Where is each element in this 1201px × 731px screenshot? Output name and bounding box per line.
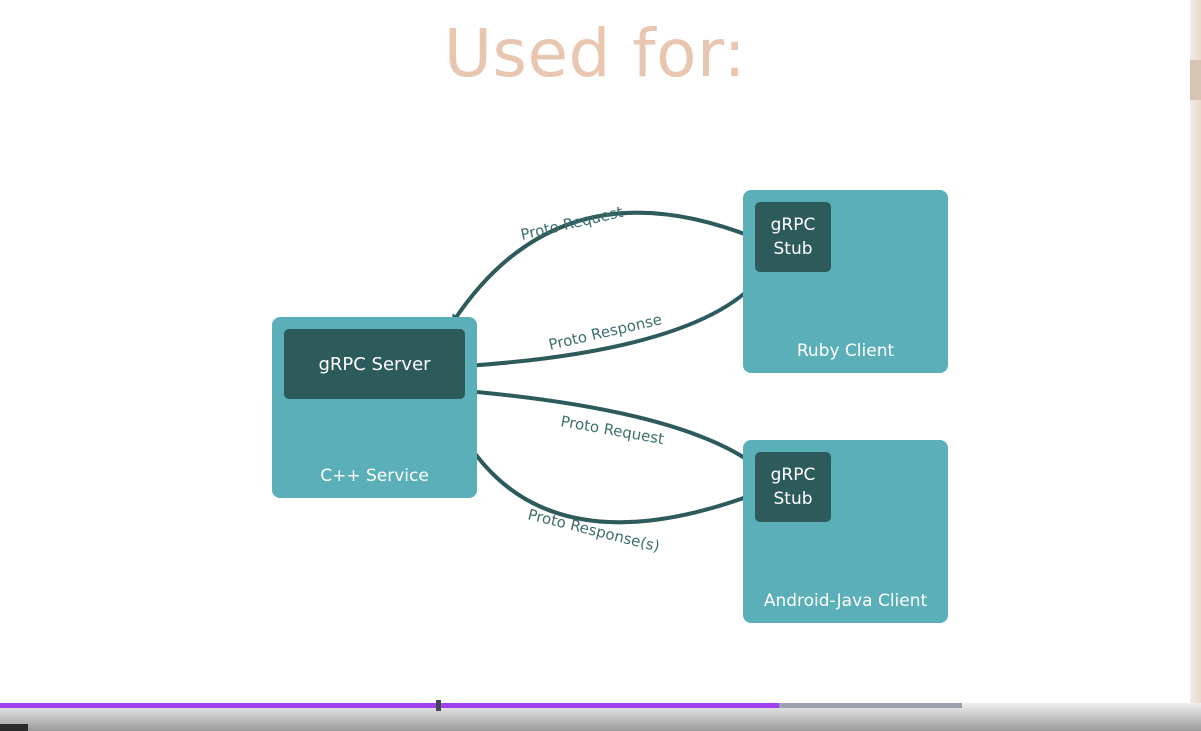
arrow-ruby-response	[465, 275, 762, 368]
arrow-ruby-request	[451, 210, 756, 325]
label-android-request: Proto Request	[559, 412, 665, 448]
grpc-server-box: gRPC Server	[284, 329, 465, 399]
android-stub-line2: Stub	[773, 489, 813, 509]
slide-canvas: Used for: Proto Request Proto Response P…	[272, 15, 948, 623]
ruby-client-box: gRPC Stub Ruby Client	[743, 190, 948, 373]
arrow-android-request	[463, 386, 757, 467]
android-client-label: Android-Java Client	[763, 591, 928, 611]
grpc-server-label: gRPC Server	[318, 353, 431, 375]
slide-title: Used for:	[443, 15, 747, 92]
cpp-service-label: C++ Service	[320, 466, 429, 486]
ruby-stub-line2: Stub	[773, 239, 813, 259]
android-grpc-stub-box: gRPC Stub	[755, 452, 831, 522]
ruby-stub-line1: gRPC	[770, 215, 816, 235]
cpp-service-box: gRPC Server C++ Service	[272, 317, 477, 498]
label-android-response: Proto Response(s)	[526, 505, 662, 555]
grpc-diagram: Proto Request Proto Response Proto Reque…	[443, 203, 762, 556]
progress-played	[0, 703, 779, 708]
ruby-client-label: Ruby Client	[796, 341, 895, 361]
android-stub-line1: gRPC	[770, 465, 816, 485]
play-pause-button[interactable]	[0, 724, 28, 731]
progress-handle[interactable]	[436, 700, 441, 711]
android-client-box: gRPC Stub Android-Java Client	[743, 440, 948, 623]
ruby-grpc-stub-box: gRPC Stub	[755, 202, 831, 272]
window-right-edge	[1190, 0, 1201, 703]
label-ruby-request: Proto Request	[519, 203, 625, 244]
edge-tab	[1190, 60, 1201, 100]
